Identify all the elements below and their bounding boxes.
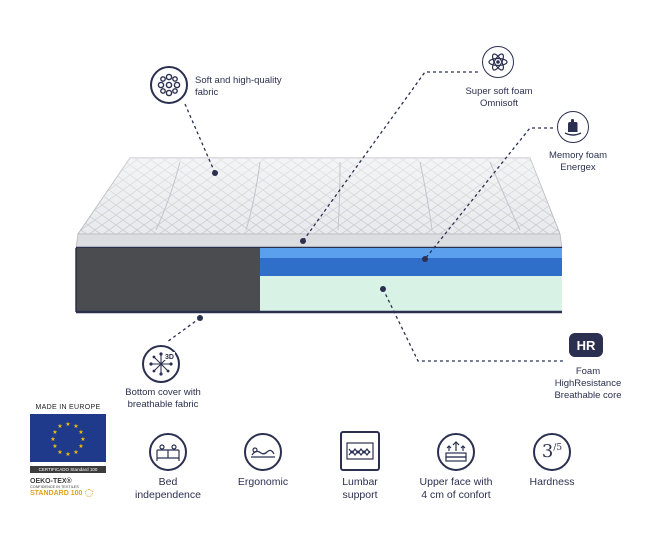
hardness-value: 3 [541, 441, 554, 462]
fabric-circles-icon [150, 66, 188, 104]
feature-upper-face-label: Upper face with 4 cm of confort [419, 476, 493, 501]
svg-text:★: ★ [80, 436, 85, 443]
svg-text:★: ★ [65, 421, 70, 428]
svg-text:★: ★ [73, 449, 78, 456]
hand-press-icon [557, 111, 589, 143]
layer-omnisoft [260, 248, 562, 258]
oeko-standard: STANDARD 100 [30, 489, 83, 497]
svg-text:★: ★ [65, 451, 70, 458]
oeko-flower-icon [85, 489, 94, 497]
oeko-small-text: CERTIFICADO Standard 100 [30, 466, 106, 473]
svg-text:3D: 3D [165, 354, 174, 361]
layer-energex [260, 258, 562, 276]
hardness-icon: 3/5 [533, 433, 571, 471]
omnisoft-label: Super soft foam Omnisoft [465, 86, 533, 109]
feature-ergonomic-label: Ergonomic [237, 476, 289, 488]
fabric-label: Soft and high-quality fabric [195, 75, 282, 98]
energex-label: Memory foam Energex [548, 150, 608, 173]
made-in-europe-title: MADE IN EUROPE [35, 404, 101, 411]
hr-label: Foam HighResistance Breathable core [554, 366, 622, 401]
svg-text:★: ★ [78, 443, 83, 450]
3d-cover-icon: 3D [142, 345, 180, 383]
svg-text:★: ★ [73, 423, 78, 430]
feature-hardness-label: Hardness [529, 476, 575, 488]
atom-icon [482, 46, 514, 78]
hr-badge-icon: HR [569, 333, 603, 357]
oeko-brand: OEKO-TEX® [30, 478, 72, 485]
mattress-illustration [75, 157, 563, 314]
svg-text:★: ★ [52, 443, 57, 450]
svg-text:★: ★ [50, 436, 55, 443]
ergonomic-icon [244, 433, 282, 471]
upper-face-icon [437, 433, 475, 471]
hardness-scale: /5 [553, 443, 563, 453]
layer-hr-core [260, 276, 562, 312]
svg-text:★: ★ [52, 429, 57, 436]
lumbar-support-icon [340, 431, 380, 471]
hr-badge-text: HR [576, 337, 596, 353]
eu-flag-icon: ★★★ ★★★ ★★★ ★★★ [30, 414, 106, 462]
oeko-tagline: CONFIDENCE IN TEXTILES [30, 485, 79, 489]
feature-lumbar-label: Lumbar support [342, 476, 378, 501]
svg-text:★: ★ [57, 449, 62, 456]
svg-text:★: ★ [57, 423, 62, 430]
bed-independence-icon [149, 433, 187, 471]
feature-bed-independence-label: Bed independence [135, 476, 201, 501]
svg-text:★: ★ [78, 429, 83, 436]
oeko-tex-badge: CERTIFICADO Standard 100 OEKO-TEX® CONFI… [30, 466, 106, 497]
bottom-cover-label: Bottom cover with breathable fabric [125, 387, 201, 410]
mattress-side [76, 248, 260, 312]
